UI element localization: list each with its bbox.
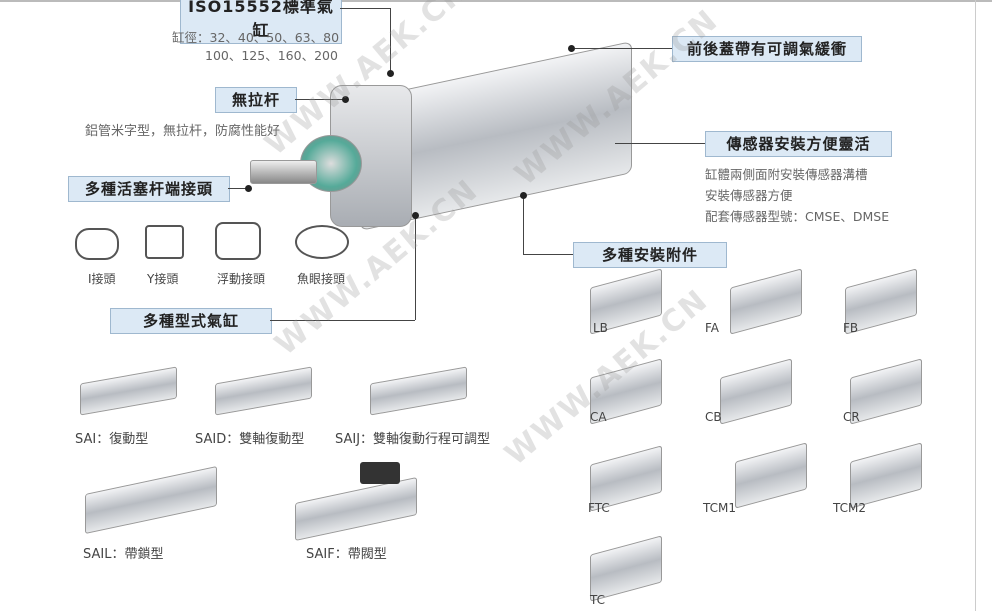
- type-saif: SAIF：帶閥型: [306, 547, 387, 562]
- mount-tc-image: [590, 535, 662, 602]
- mount-tcm2-image: [850, 442, 922, 509]
- no-tie-rod-desc: 鋁管米字型，無拉杆，防腐性能好: [85, 124, 281, 139]
- right-border: [975, 0, 976, 611]
- rod-ends-box: 多種活塞杆端接頭: [68, 176, 230, 202]
- rod-end-i: I接頭: [88, 272, 116, 286]
- mount-tcm1: TCM1: [703, 501, 736, 515]
- type-sai: SAI：復動型: [75, 432, 149, 447]
- said-image: [215, 366, 312, 416]
- bore-sizes-line2: 100、125、160、200: [205, 48, 338, 63]
- bore-sizes-line1: 缸徑：32、40、50、63、80: [172, 30, 340, 45]
- no-tie-rod-box: 無拉杆: [215, 87, 297, 113]
- sensor-desc-1: 缸體兩側面附安裝傳感器溝槽: [705, 167, 868, 182]
- sensor-desc-2: 安裝傳感器方便: [705, 188, 793, 203]
- rod-end-fisheye: 魚眼接頭: [297, 272, 346, 286]
- saif-image: [295, 477, 417, 541]
- rod-end-y: Y接頭: [147, 272, 179, 286]
- rod-end-floating: 浮動接頭: [217, 272, 266, 286]
- mount-cb: CB: [705, 410, 722, 424]
- type-said: SAID：雙軸復動型: [195, 432, 305, 447]
- mounts-box: 多種安裝附件: [573, 242, 727, 268]
- mount-fa-image: [730, 268, 802, 335]
- mount-cb-image: [720, 358, 792, 425]
- mount-lb: LB: [593, 321, 608, 335]
- mount-ftc: FTC: [588, 501, 610, 515]
- valve-image: [360, 462, 400, 484]
- mount-cr-image: [850, 358, 922, 425]
- mount-cr: CR: [843, 410, 860, 424]
- types-box: 多種型式氣缸: [110, 308, 272, 334]
- mount-tcm2: TCM2: [833, 501, 866, 515]
- mount-fb: FB: [843, 321, 859, 335]
- mount-tc: TC: [590, 593, 606, 607]
- sensor-box: 傳感器安裝方便靈活: [705, 131, 892, 157]
- iso-title-box: ISO15552標準氣缸: [180, 0, 342, 44]
- mount-ca: CA: [590, 410, 607, 424]
- type-saij: SAIJ：雙軸復動行程可調型: [335, 432, 491, 447]
- mount-fa: FA: [705, 321, 720, 335]
- mount-tcm1-image: [735, 442, 807, 509]
- cushion-box: 前後蓋帶有可調氣緩衝: [672, 36, 862, 62]
- sai-image: [80, 366, 177, 416]
- saij-image: [370, 366, 467, 416]
- type-sail: SAIL：帶鎖型: [83, 547, 164, 562]
- sail-image: [85, 465, 217, 535]
- sensor-desc-3: 配套傳感器型號：CMSE、DMSE: [705, 209, 890, 224]
- top-border: [0, 0, 992, 2]
